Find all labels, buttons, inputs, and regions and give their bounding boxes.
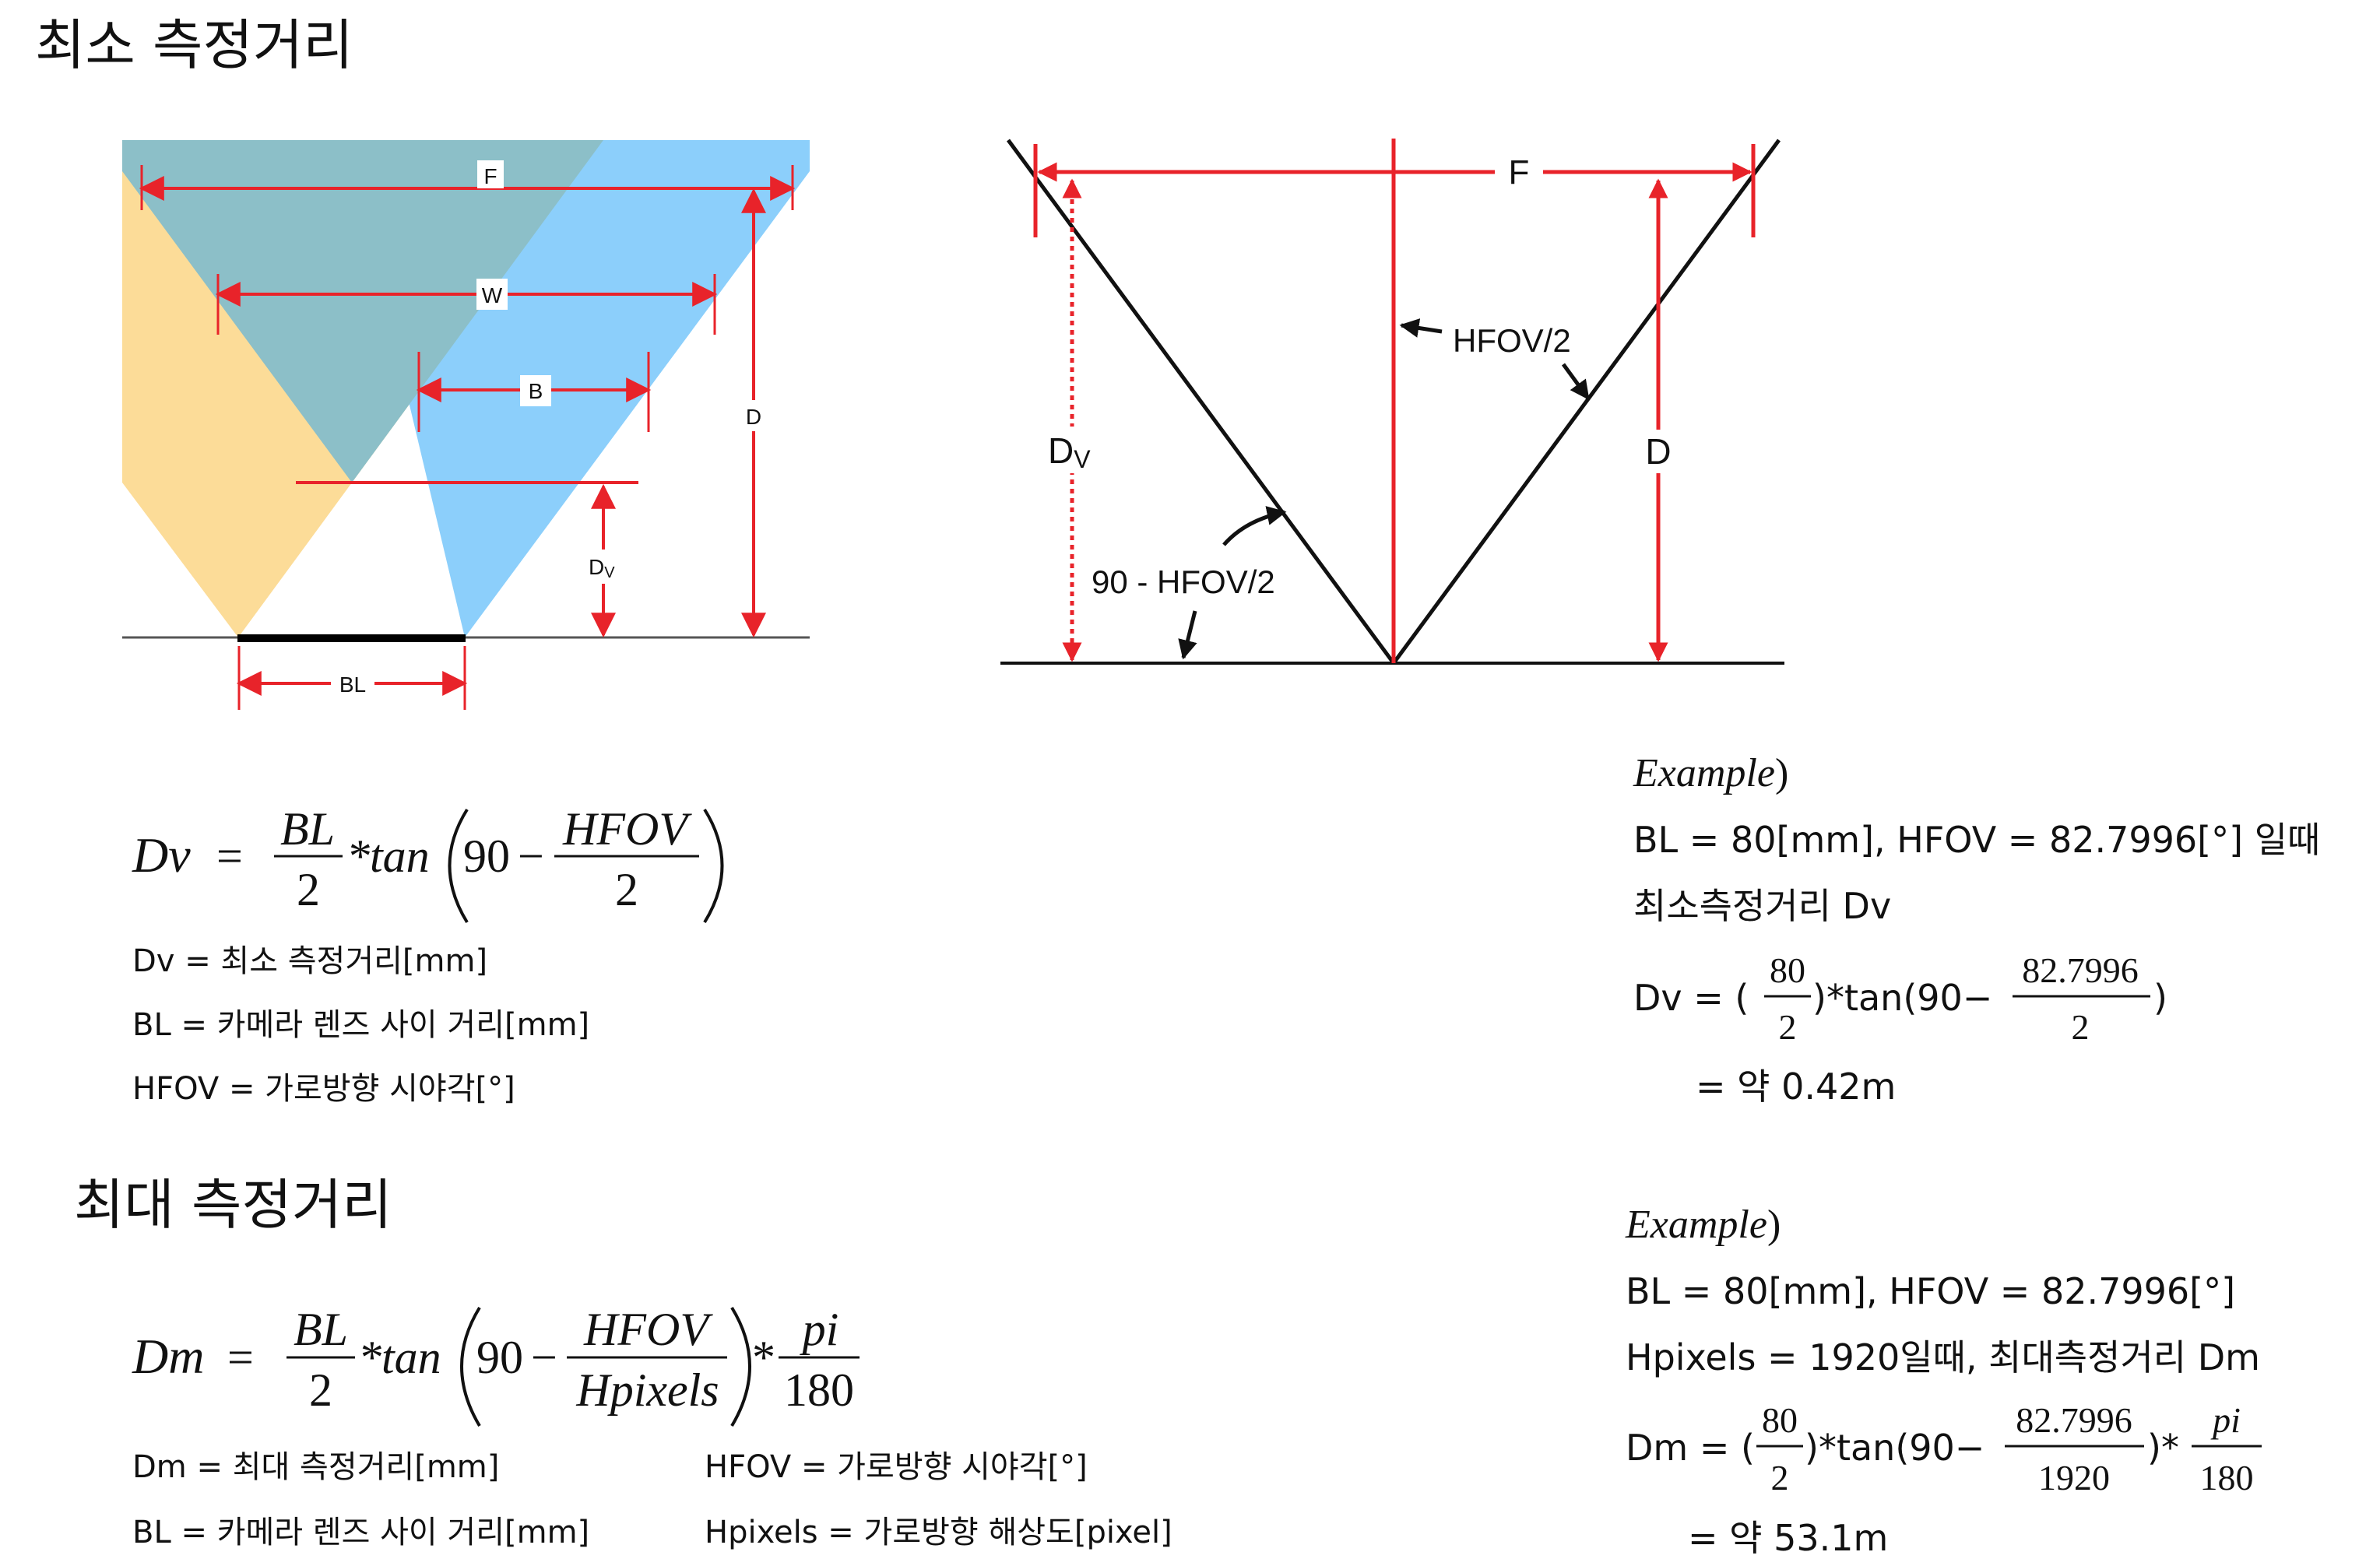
f-label: F [483,164,497,188]
dm-example-calc-prefix: Dm = ( [1626,1427,1755,1469]
d-label: D [746,405,761,429]
dv-example-result: = 약 0.42m [1696,1066,1896,1108]
dm-example-result: = 약 53.1m [1688,1517,1888,1559]
right-fov-line [1391,139,1781,665]
left-diagram: F W B D DV BL [122,140,810,710]
dv-example-label: Example) [1633,751,1788,795]
d-label-box-right [1635,430,1682,473]
dm-definition-right-2: Hpixels = 가로방향 해상도[pixel] [705,1515,1172,1550]
dv-definition-1: Dv = 최소 측정거리[mm] [132,943,487,979]
dm-definition-left-2: BL = 카메라 렌즈 사이 거리[mm] [132,1515,589,1550]
dm-definition-right-1: HFOV = 가로방향 시야각[°] [705,1449,1088,1485]
hfov-arrow-line [1561,363,1591,401]
dv-formula-tan: *tan [346,830,430,882]
b-label-box [520,375,551,406]
dm-formula-eq: = [227,1332,254,1383]
dm-example-d2: 2 [1771,1458,1789,1498]
d-label-box [740,400,768,431]
f-label-box [477,160,504,188]
dm-paren-left [460,1306,481,1427]
dv-example-n80: 80 [1770,950,1805,990]
hfov-arrow-center [1399,318,1443,338]
dv-example-calc-end: ) [2153,977,2167,1019]
dv-example-d2: 2 [1779,1007,1797,1047]
dm-formula-pi: pi [800,1304,839,1355]
dm-formula-star: * [752,1332,775,1383]
dv-example: Example) BL = 80[mm], HFOV = 82.7996[°] … [1633,751,2320,1108]
dm-example-line-2: Hpixels = 1920일때, 최대측정거리 Dm [1626,1336,2260,1378]
dm-example-180: 180 [2200,1458,2254,1498]
w-label-box [476,279,508,310]
dv-formula-two-2: 2 [615,864,638,915]
bl-label-box [331,668,374,699]
dm-example-calc-close: )* [2147,1427,2179,1469]
dm-formula-lhs: Dm [132,1329,204,1384]
heading-min-distance: 최소 측정거리 [35,13,353,77]
dm-formula-tan: *tan [358,1332,441,1383]
angle-arrow-down [1178,610,1197,660]
dv-formula-minus: − [518,830,544,882]
dm-example: Example) BL = 80[mm], HFOV = 82.7996[°] … [1625,1203,2262,1559]
dm-paren-right [730,1306,751,1427]
dm-example-calc-mid: )*tan(90− [1805,1427,1985,1469]
dm-example-d1920: 1920 [2038,1458,2110,1498]
dm-example-pi: pi [2210,1400,2241,1440]
f-label-box-right [1495,153,1543,191]
dm-example-hfov: 82.7996 [2016,1400,2132,1440]
dv-example-calc-mid: )*tan(90− [1812,977,1992,1019]
dm-example-label: Example) [1625,1203,1781,1247]
bl-label: BL [339,672,366,697]
overlap-fov [122,140,603,483]
w-label: W [482,283,503,307]
dv-definition-3: HFOV = 가로방향 시야각[°] [132,1071,515,1107]
dv-label-right: DV [1048,430,1091,473]
dm-example-n80: 80 [1762,1400,1798,1440]
dv-formula-ninety: 90 [463,830,510,882]
dm-definition-left-1: Dm = 최대 측정거리[mm] [132,1449,499,1485]
heading-max-distance: 최대 측정거리 [74,1173,392,1237]
dm-formula-hpixels: Hpixels [575,1364,719,1416]
dm-example-line-1: BL = 80[mm], HFOV = 82.7996[°] [1626,1270,2235,1312]
dm-formula-two: 2 [309,1364,332,1416]
dv-paren-right [703,808,724,924]
b-label: B [529,379,543,403]
right-diagram: F DV D HFOV/2 90 - HFOV/2 [1000,139,1784,665]
dv-example-hfov: 82.7996 [2022,950,2139,990]
dv-label-box-right [1043,427,1102,473]
dv-label: DV [589,555,615,581]
dv-formula-hfov: HFOV [562,803,692,855]
dv-formula-lhs: Dv [132,827,191,883]
dv-example-calc-prefix: Dv = ( [1633,977,1749,1019]
dm-formula-ninety: 90 [476,1332,523,1383]
dm-formula-hfov: HFOV [583,1304,713,1355]
dm-formula-minus: − [531,1332,557,1383]
dv-formula-eq: = [216,830,243,882]
dm-formula: Dm = BL 2 *tan 90 − HFOV Hpixels * pi 18… [132,1304,860,1427]
dv-formula-two-1: 2 [297,864,320,915]
angle-label: 90 - HFOV/2 [1092,564,1275,600]
dv-example-line-2: 최소측정거리 Dv [1633,885,1891,927]
dv-paren-left [448,808,469,924]
d-label-right: D [1645,431,1671,472]
dv-label-box [585,550,621,584]
dv-example-line-1: BL = 80[mm], HFOV = 82.7996[°] 일때 [1633,819,2320,861]
hfov-half-label: HFOV/2 [1453,322,1571,359]
dv-definition-2: BL = 카메라 렌즈 사이 거리[mm] [132,1007,589,1043]
dm-formula-bl: BL [294,1304,348,1355]
dv-formula: Dv = BL 2 *tan 90 − HFOV 2 [132,803,724,924]
dm-formula-180: 180 [784,1364,854,1416]
angle-arrow-curve [1222,506,1287,546]
dv-formula-bl: BL [280,803,335,855]
dv-example-d2b: 2 [2072,1007,2090,1047]
f-label-right: F [1509,153,1530,191]
